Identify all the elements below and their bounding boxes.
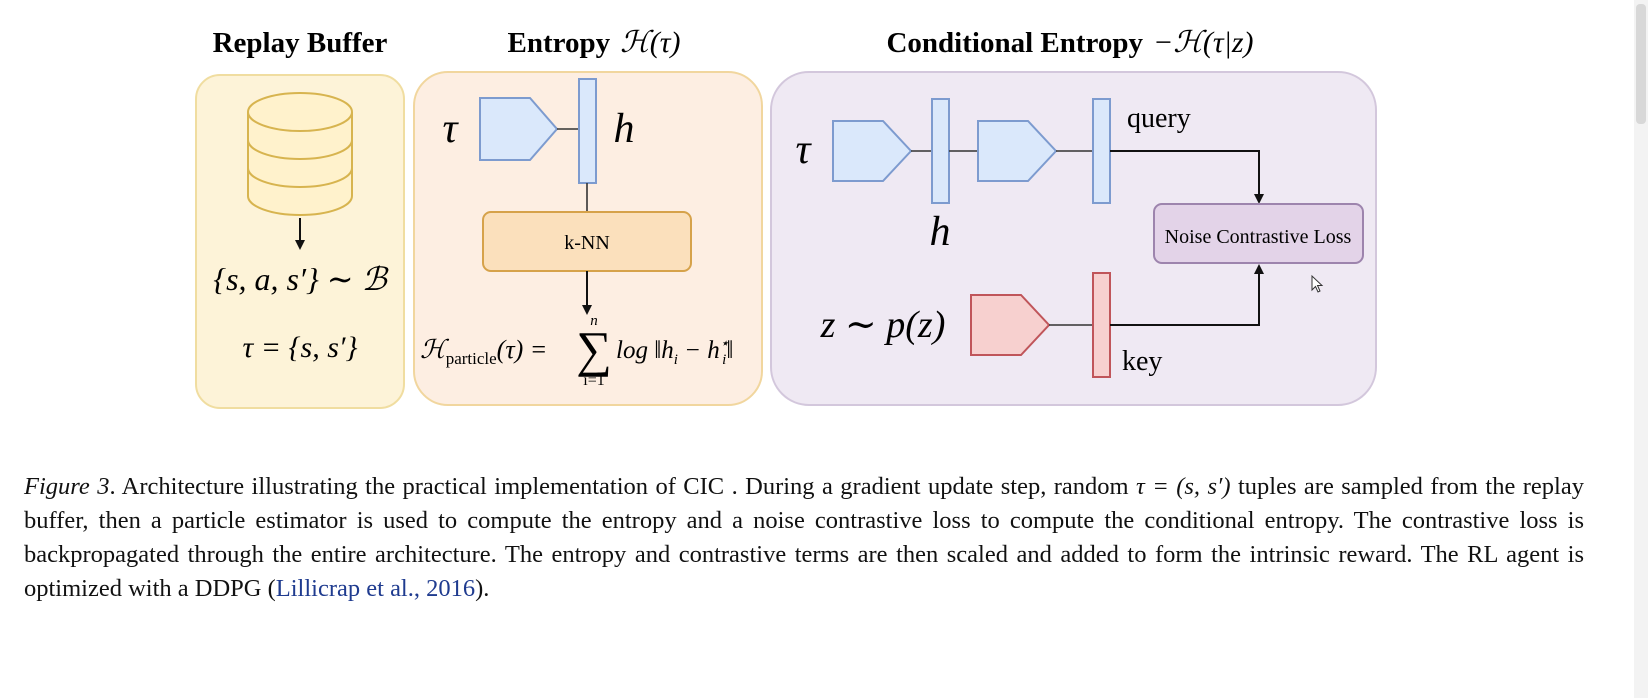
svg-text:∑: ∑: [576, 321, 612, 377]
svg-text:ℋparticle(τ) =: ℋparticle(τ) =: [420, 335, 547, 368]
svg-text:log ‖hi − h⋆i‖: log ‖hi − h⋆i‖: [616, 336, 733, 368]
caption-text-1: . Architecture illustrating the practica…: [109, 473, 1137, 500]
cond-tau-label: τ: [795, 127, 812, 173]
query-label: query: [1127, 103, 1191, 134]
caption-label: Figure 3: [24, 473, 110, 500]
key-label: key: [1122, 346, 1162, 377]
z-sample-label: z ∼ p(z): [820, 304, 946, 346]
vertical-scrollbar[interactable]: [1634, 0, 1648, 698]
svg-text:n: n: [590, 313, 598, 329]
query-arrow: [1110, 150, 1264, 204]
conditional-entropy-title: Conditional Entropy−ℋ(τ|z): [886, 26, 1253, 59]
cond-encoder-1-shape: [832, 120, 913, 182]
noise-contrastive-loss-label: Noise Contrastive Loss: [1165, 226, 1352, 248]
cond-h-label: h: [930, 209, 951, 255]
scrollbar-thumb[interactable]: [1636, 4, 1646, 124]
cond-h-vector: [931, 98, 950, 204]
mouse-cursor-icon: [1311, 274, 1324, 293]
caption-text-2: tuples are sampled from the replay buffe…: [24, 473, 1584, 602]
caption-tau-math: τ = (s, s′): [1136, 473, 1231, 500]
key-arrow: [1110, 264, 1264, 326]
svg-text:i=1: i=1: [583, 372, 604, 389]
cond-encoder-2-shape: [977, 120, 1058, 182]
sample-equation: {s, a, s′} ∼ ℬ: [213, 261, 389, 297]
caption-text-end: ).: [475, 575, 490, 602]
replay-buffer-title: Replay Buffer: [213, 27, 388, 59]
tau-definition: τ = {s, s′}: [243, 331, 358, 364]
key-vector: [1092, 272, 1111, 378]
entropy-h-vector: [578, 78, 597, 184]
knn-label: k-NN: [564, 232, 610, 254]
database-icon: [247, 92, 353, 216]
conditional-entropy-panel: [770, 71, 1377, 406]
noise-contrastive-loss-box: [1153, 203, 1364, 264]
entropy-encoder-shape: [479, 97, 559, 161]
particle-entropy-equation: ℋparticle(τ) = ∑ n i=1 log ‖hi − h⋆i‖: [420, 313, 733, 389]
citation-link[interactable]: Lillicrap et al., 2016: [275, 575, 476, 602]
skill-encoder-shape: [970, 294, 1051, 356]
entropy-tau-label: τ: [442, 106, 459, 152]
query-vector: [1092, 98, 1111, 204]
figure-caption: Figure 3. Architecture illustrating the …: [24, 470, 1584, 606]
entropy-h-label: h: [614, 106, 635, 152]
